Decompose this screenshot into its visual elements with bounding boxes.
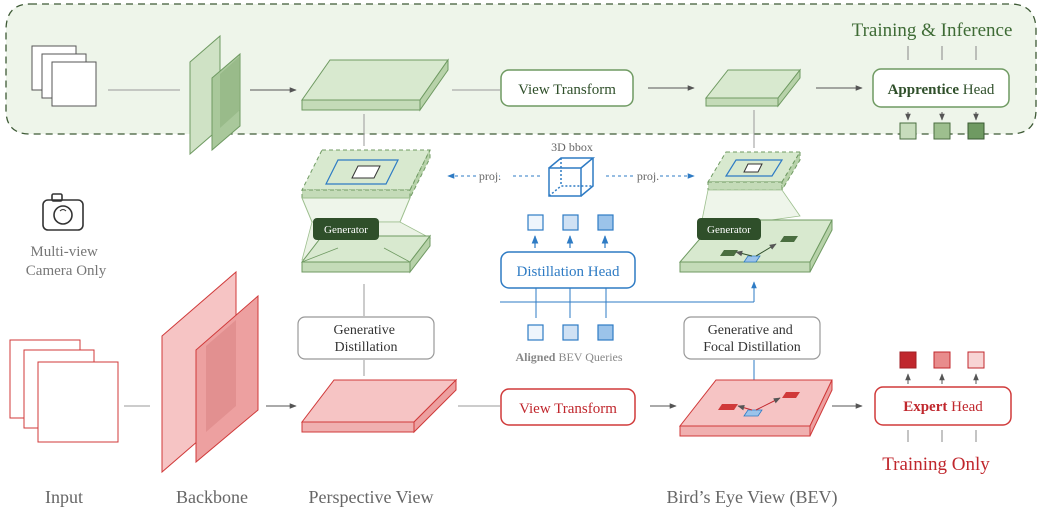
view-transform-top — [500, 69, 634, 107]
expert-outputs — [899, 351, 985, 384]
column-label-backbone: Backbone — [176, 487, 248, 507]
expert-head-label: Expert Head — [903, 399, 983, 415]
column-label-bev: Bird’s Eye View (BEV) — [666, 487, 837, 508]
bev-feature-top — [704, 68, 802, 108]
generator-left-label: Generator — [324, 224, 368, 236]
perspective-feature-top — [301, 58, 449, 112]
expert-head — [874, 386, 1012, 426]
distillation-queries-top — [527, 214, 614, 248]
distillation-head — [500, 251, 636, 289]
apprentice-outputs — [899, 112, 985, 140]
generator-right — [697, 218, 761, 240]
distillation-connections — [500, 281, 757, 318]
backbone-bottom — [161, 270, 259, 474]
view-transform-top-label: View Transform — [518, 82, 616, 98]
training-only-label: Training Only — [882, 454, 990, 475]
apprentice-head — [872, 68, 1010, 108]
cube-icon — [548, 157, 596, 197]
generative-stack-left — [300, 149, 432, 274]
camera-only-label: Multi-view Camera Only — [26, 244, 107, 279]
column-label-input: Input — [45, 487, 83, 507]
bev-feature-bottom — [678, 379, 833, 437]
perspective-feature-bottom — [300, 378, 458, 434]
generator-right-label: Generator — [707, 224, 751, 236]
proj-right-label: proj. — [637, 169, 659, 183]
input-images-top — [31, 45, 97, 107]
generative-focal-box — [683, 316, 821, 360]
view-transform-bottom — [500, 388, 636, 426]
backbone-top — [189, 34, 241, 156]
input-images-bottom — [9, 339, 119, 443]
bbox-label: 3D bbox — [551, 140, 593, 154]
aligned-bev-queries — [527, 324, 614, 341]
distillation-head-label: Distillation Head — [517, 264, 620, 280]
column-label-perspective: Perspective View — [308, 487, 433, 507]
generator-left — [313, 218, 379, 240]
generative-distillation-label: Generative Distillation — [334, 323, 399, 355]
generative-stack-right — [678, 150, 833, 273]
generative-focal-label: Generative and Focal Distillation — [703, 323, 801, 355]
training-inference-label: Training & Inference — [852, 20, 1013, 41]
generative-distillation-box — [297, 316, 435, 360]
apprentice-head-label: Apprentice Head — [888, 82, 995, 98]
proj-left-label: proj. — [479, 169, 501, 183]
aligned-queries-label: Aligned BEV Queries — [515, 350, 622, 364]
view-transform-bottom-label: View Transform — [519, 401, 617, 417]
camera-icon — [42, 193, 84, 231]
